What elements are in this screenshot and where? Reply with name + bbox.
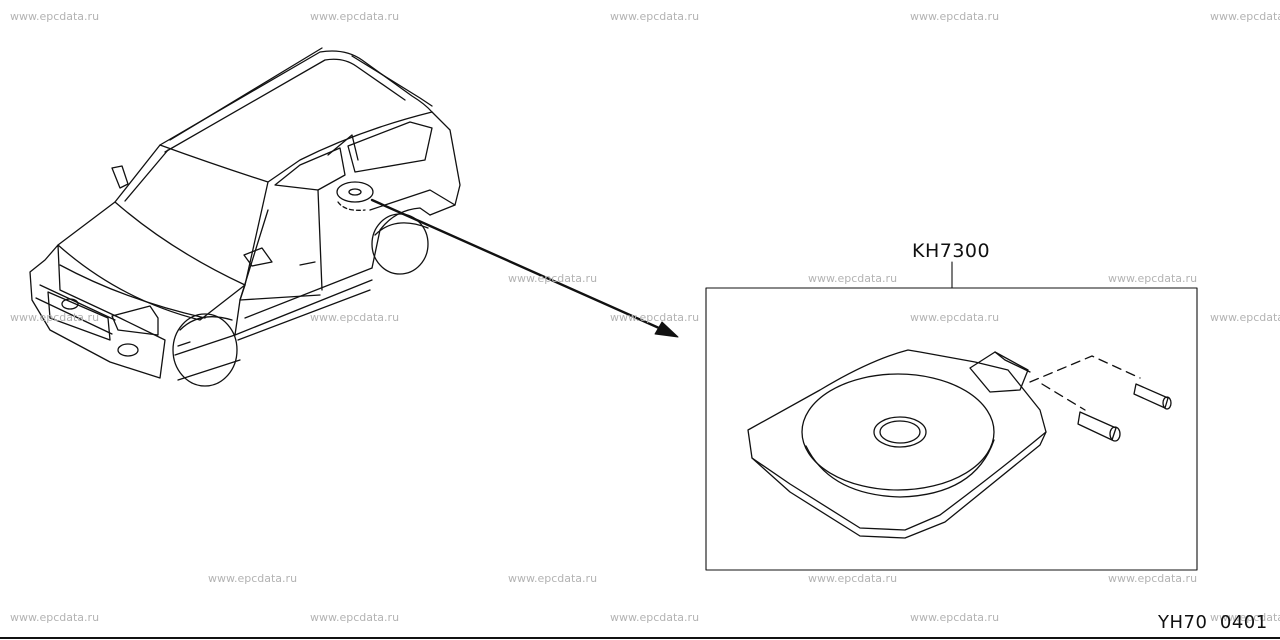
watermark: www.epcdata.ru	[508, 272, 598, 285]
callout-arrow	[370, 198, 679, 338]
part-kh7300-illustration	[747, 349, 1172, 539]
watermark: www.epcdata.ru	[910, 10, 1000, 23]
watermark: www.epcdata.ru	[10, 311, 100, 324]
part-detail-frame	[705, 287, 1198, 571]
watermark: www.epcdata.ru	[610, 611, 700, 624]
part-number-label[interactable]: KH7300	[912, 240, 991, 262]
watermark: www.epcdata.ru	[310, 611, 400, 624]
watermark: www.epcdata.ru	[1210, 311, 1280, 324]
watermark: www.epcdata.ru	[808, 272, 898, 285]
watermark: www.epcdata.ru	[610, 10, 700, 23]
bottom-rule	[0, 637, 1280, 639]
watermark: www.epcdata.ru	[1210, 10, 1280, 23]
vehicle-illustration	[29, 47, 461, 387]
watermark: www.epcdata.ru	[310, 10, 400, 23]
watermark: www.epcdata.ru	[10, 611, 100, 624]
watermark: www.epcdata.ru	[1108, 572, 1198, 585]
watermark: www.epcdata.ru	[610, 311, 700, 324]
watermark: www.epcdata.ru	[1210, 611, 1280, 624]
watermark: www.epcdata.ru	[208, 572, 298, 585]
watermark: www.epcdata.ru	[508, 572, 598, 585]
watermark: www.epcdata.ru	[10, 10, 100, 23]
watermark: www.epcdata.ru	[1108, 272, 1198, 285]
watermark: www.epcdata.ru	[910, 311, 1000, 324]
watermark: www.epcdata.ru	[310, 311, 400, 324]
watermark: www.epcdata.ru	[910, 611, 1000, 624]
watermark: www.epcdata.ru	[808, 572, 898, 585]
diagram-reference-code: YH70 0401	[1158, 612, 1268, 633]
